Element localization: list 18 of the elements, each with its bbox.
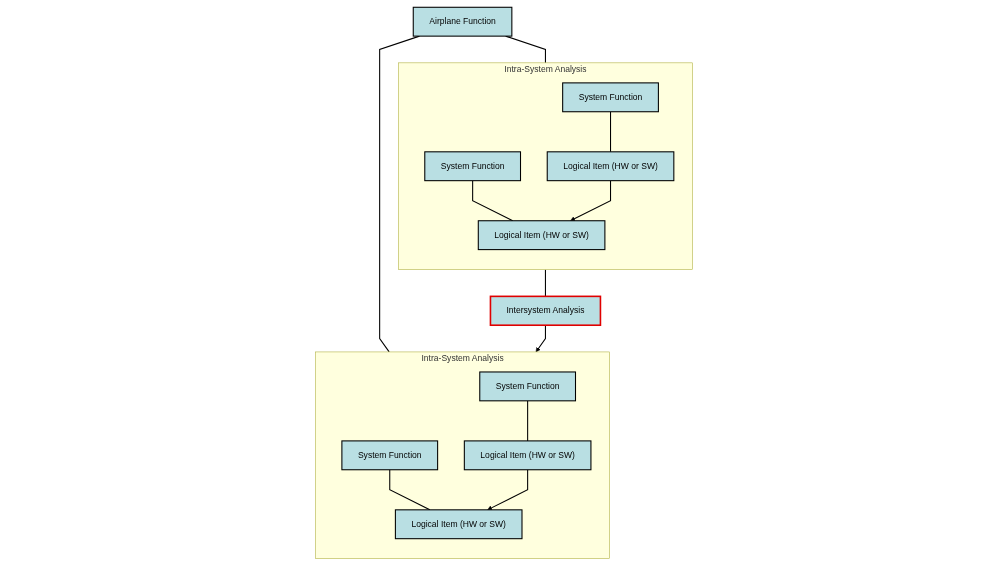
node-box: System Function [424, 151, 522, 182]
node-box: Logical Item (HW or SW) [477, 220, 606, 251]
connector [527, 400, 529, 442]
connector [389, 469, 431, 511]
node-box: System Function [562, 82, 659, 113]
node-box: Logical Item (HW or SW) [546, 151, 675, 182]
arrow [535, 324, 546, 353]
arrow [570, 180, 612, 221]
arrow [487, 469, 529, 511]
node-box: Logical Item (HW or SW) [394, 509, 523, 540]
node-box: Airplane Function [412, 6, 513, 37]
connector [544, 269, 546, 297]
connector [610, 111, 612, 153]
node-box: Intersystem Analysis [489, 295, 602, 326]
node-box: System Function [341, 440, 439, 471]
connector [472, 180, 514, 222]
node-box: System Function [479, 371, 577, 402]
node-box: Logical Item (HW or SW) [463, 440, 592, 471]
